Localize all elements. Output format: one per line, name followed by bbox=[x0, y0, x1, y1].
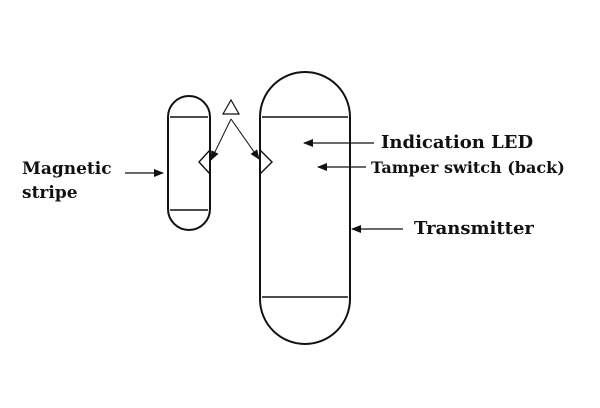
magnetic-stripe-label: Magnetic stripe bbox=[22, 157, 112, 205]
alignment-pointer-left bbox=[210, 118, 232, 161]
alignment-pointer-right bbox=[230, 118, 260, 160]
magnet-alignment-mark bbox=[198, 149, 211, 175]
transmitter-alignment-mark bbox=[259, 149, 273, 175]
magnetic-stripe-label-line1: Magnetic bbox=[22, 159, 112, 179]
indication-led-label: Indication LED bbox=[381, 132, 534, 153]
alignment-triangle-icon bbox=[221, 98, 241, 115]
transmitter-body bbox=[259, 71, 351, 345]
tamper-switch-label: Tamper switch (back) bbox=[371, 158, 565, 177]
transmitter-label: Transmitter bbox=[414, 218, 534, 239]
magnetic-stripe-label-line2: stripe bbox=[22, 183, 78, 203]
magnet-body bbox=[167, 95, 211, 231]
